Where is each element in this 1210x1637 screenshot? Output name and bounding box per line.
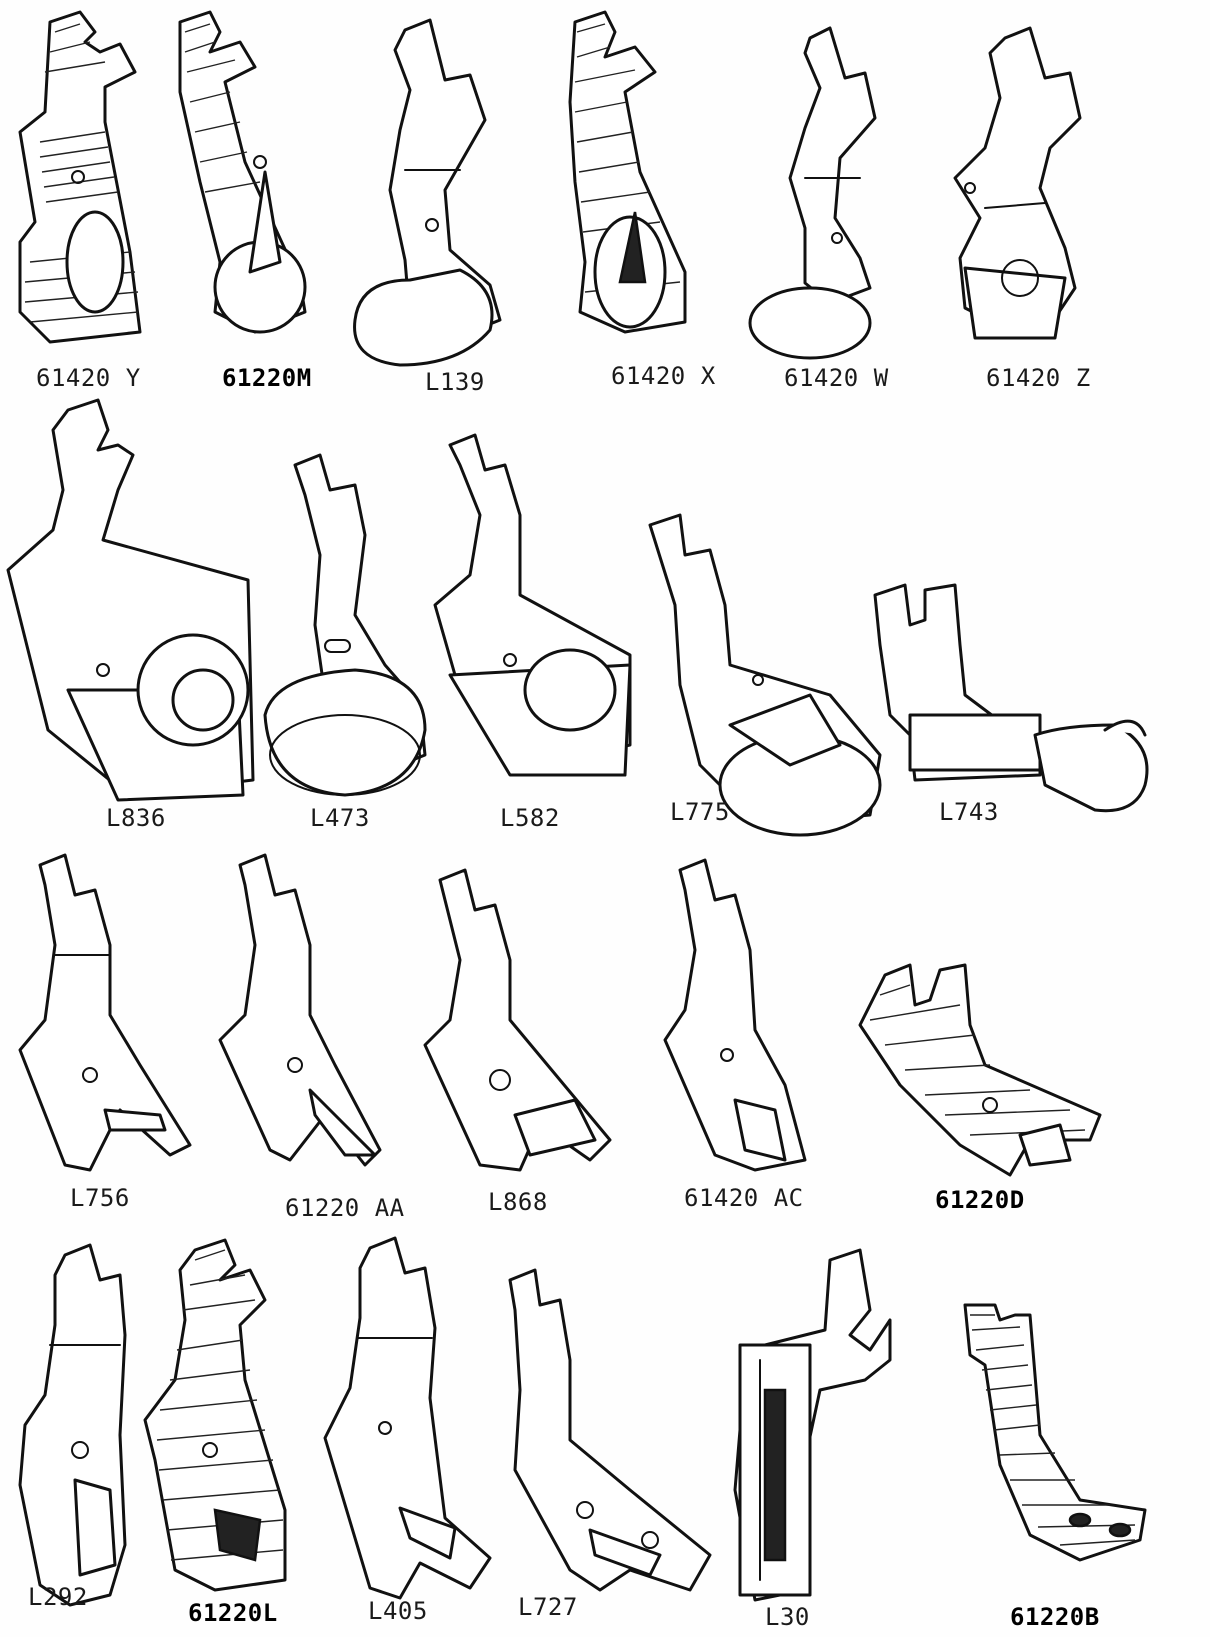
part-label-61220d: 61220D xyxy=(935,1186,1025,1214)
presser-foot-l405-illustration xyxy=(320,1236,492,1603)
presser-foot-61220d-illustration xyxy=(858,963,1110,1185)
presser-foot-61420z-illustration xyxy=(945,26,1095,348)
part-label-61420ac: 61420 AC xyxy=(684,1184,804,1212)
presser-foot-61420x-illustration xyxy=(555,10,715,342)
presser-foot-61420ac-illustration xyxy=(655,858,815,1180)
part-label-l727: L727 xyxy=(518,1593,578,1621)
presser-foot-l582-illustration xyxy=(430,433,632,805)
part-label-l405: L405 xyxy=(368,1597,428,1625)
presser-foot-l756-illustration xyxy=(10,853,192,1175)
presser-foot-61220l-illustration xyxy=(135,1238,295,1600)
presser-foot-l139-illustration xyxy=(350,18,520,370)
part-label-61420w: 61420 W xyxy=(784,364,889,392)
part-label-l756: L756 xyxy=(70,1184,130,1212)
presser-foot-l292-illustration xyxy=(10,1243,130,1610)
part-label-61220aa: 61220 AA xyxy=(285,1194,405,1222)
part-label-l473: L473 xyxy=(310,804,370,832)
part-label-l868: L868 xyxy=(488,1188,548,1216)
presser-foot-l836-illustration xyxy=(6,398,258,820)
part-label-l775: L775 xyxy=(670,798,730,826)
part-label-l743: L743 xyxy=(939,798,999,826)
presser-foot-61220b-illustration xyxy=(960,1303,1150,1595)
presser-foot-l30-illustration xyxy=(725,1248,895,1610)
presser-foot-l473-illustration xyxy=(263,453,435,805)
presser-foot-l743-illustration xyxy=(865,583,1165,815)
presser-foot-l775-illustration xyxy=(640,513,890,837)
part-label-l292: L292 xyxy=(28,1583,88,1611)
part-label-l836: L836 xyxy=(106,804,166,832)
presser-foot-l868-illustration xyxy=(420,868,620,1180)
presser-foot-61420w-illustration xyxy=(745,26,905,360)
part-label-61420y: 61420 Y xyxy=(36,364,141,392)
presser-foot-61220aa-illustration xyxy=(215,853,395,1175)
presser-foot-l727-illustration xyxy=(500,1268,720,1600)
part-label-61420x: 61420 X xyxy=(611,362,716,390)
part-label-l582: L582 xyxy=(500,804,560,832)
part-label-l139: L139 xyxy=(425,368,485,396)
part-label-61220l: 61220L xyxy=(188,1599,278,1627)
part-label-61220m: 61220M xyxy=(222,364,312,392)
part-label-61220b: 61220B xyxy=(1010,1603,1100,1631)
part-label-61420z: 61420 Z xyxy=(986,364,1091,392)
presser-foot-61220m-illustration xyxy=(165,10,335,342)
presser-foot-61420y-illustration xyxy=(10,10,160,352)
part-label-l30: L30 xyxy=(765,1603,810,1631)
